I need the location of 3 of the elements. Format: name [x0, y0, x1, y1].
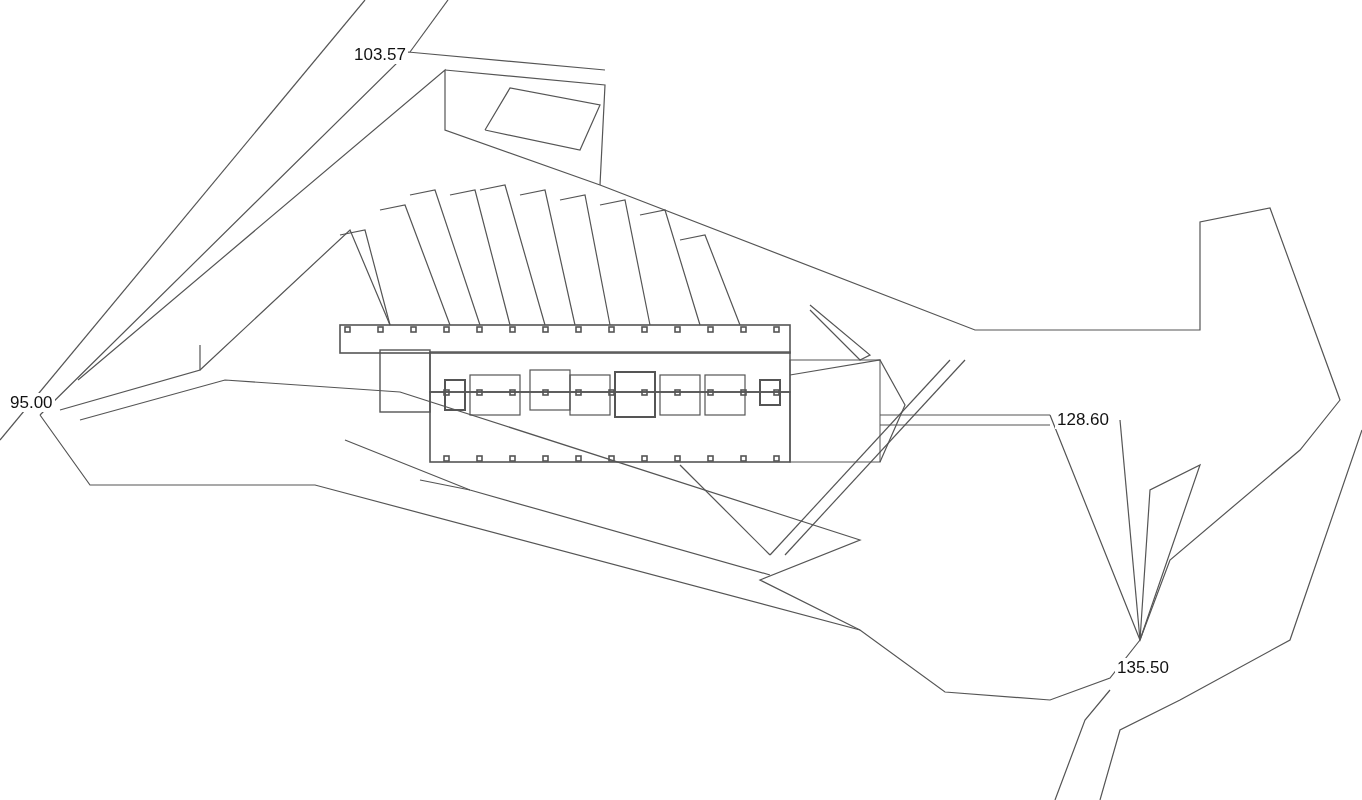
elevation-label: 95.00 [8, 393, 55, 412]
elevation-label: 128.60 [1055, 410, 1111, 429]
elevation-label: 103.57 [352, 45, 408, 64]
